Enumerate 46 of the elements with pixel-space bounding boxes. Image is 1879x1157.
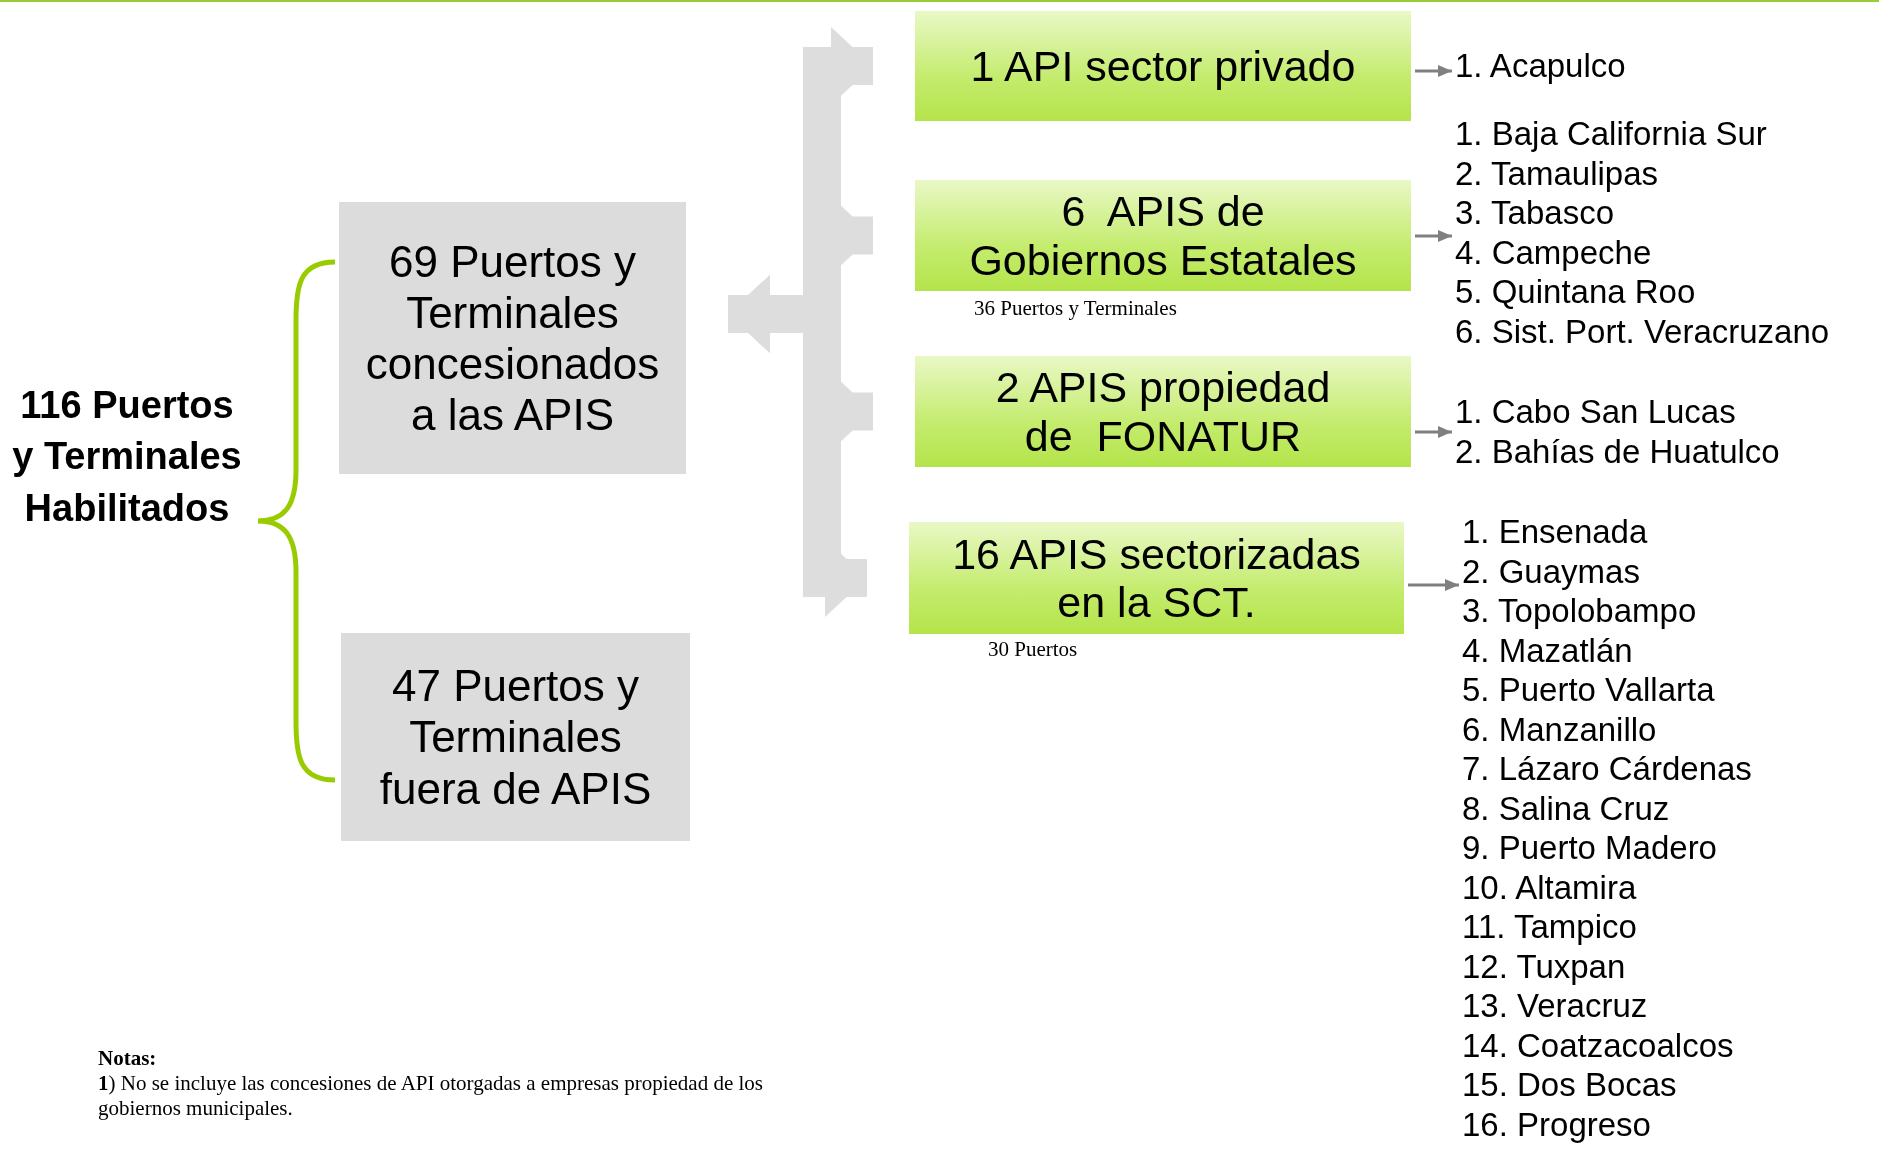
box-label: 16 APIS sectorizadas en la SCT. (951, 529, 1362, 627)
list-item: 1. Acapulco (1455, 46, 1626, 86)
box-label: 1 API sector privado (970, 41, 1356, 91)
list-item: 7. Lázaro Cárdenas (1462, 749, 1752, 789)
list-item: 14. Coatzacoalcos (1462, 1025, 1734, 1065)
category-box (341, 633, 690, 841)
arrow (1408, 579, 1459, 591)
list-item: 8. Salina Cruz (1462, 788, 1670, 828)
list-item: 13. Veracruz (1462, 986, 1648, 1026)
box-label: 47 Puertos y Terminales fuera de APIS (378, 660, 653, 814)
list-item: 4. Campeche (1455, 232, 1652, 272)
arrow (1415, 65, 1452, 77)
list-item: 2. Guaymas (1462, 551, 1640, 591)
api-box (915, 11, 1411, 121)
api-box (909, 522, 1404, 634)
list-item: 6. Manzanillo (1462, 709, 1657, 749)
category-box (339, 202, 686, 474)
port-count-label: 36 Puertos y Terminales (974, 296, 1177, 321)
list-item: 2. Bahías de Huatulco (1455, 431, 1780, 471)
notes-heading: Notas: (98, 1046, 158, 1072)
note-text: 1) No se incluye las concesiones de API otorgadas a empresas propiedad de los gobiernos municipales. (98, 1071, 765, 1122)
list-item: 12. Tuxpan (1462, 946, 1626, 986)
list-item: 3. Topolobampo (1462, 591, 1697, 631)
list-item: 15. Dos Bocas (1462, 1065, 1677, 1105)
list-item: 16. Progreso (1462, 1104, 1651, 1144)
list-item: 5. Quintana Roo (1455, 272, 1696, 312)
list-item: 10. Altamira (1462, 867, 1637, 907)
list-item: 3. Tabasco (1455, 193, 1614, 233)
list-item: 4. Mazatlán (1462, 630, 1633, 670)
total-label: 116 Puertos y Terminales Habilitados (12, 383, 242, 531)
box-label: 6 APIS de Gobiernos Estatales (968, 187, 1358, 284)
api-box (915, 180, 1411, 291)
list-item: 1. Cabo San Lucas (1455, 392, 1736, 432)
list-item: 2. Tamaulipas (1455, 153, 1658, 193)
list-item: 1. Baja California Sur (1455, 114, 1767, 154)
api-box (915, 356, 1411, 467)
box-label: 69 Puertos y Terminales concesionados a las APIS (364, 235, 661, 441)
list-item: 11. Tampico (1462, 907, 1637, 947)
port-count-label: 30 Puertos (988, 637, 1078, 662)
arrow (1415, 426, 1452, 438)
box-label: 2 APIS propiedad de FONATUR (994, 363, 1332, 460)
arrow (1415, 230, 1452, 242)
list-item: 5. Puerto Vallarta (1462, 670, 1715, 710)
list-item: 9. Puerto Madero (1462, 828, 1717, 868)
list-item: 1. Ensenada (1462, 512, 1648, 552)
list-item: 6. Sist. Port. Veracruzano (1455, 311, 1830, 351)
